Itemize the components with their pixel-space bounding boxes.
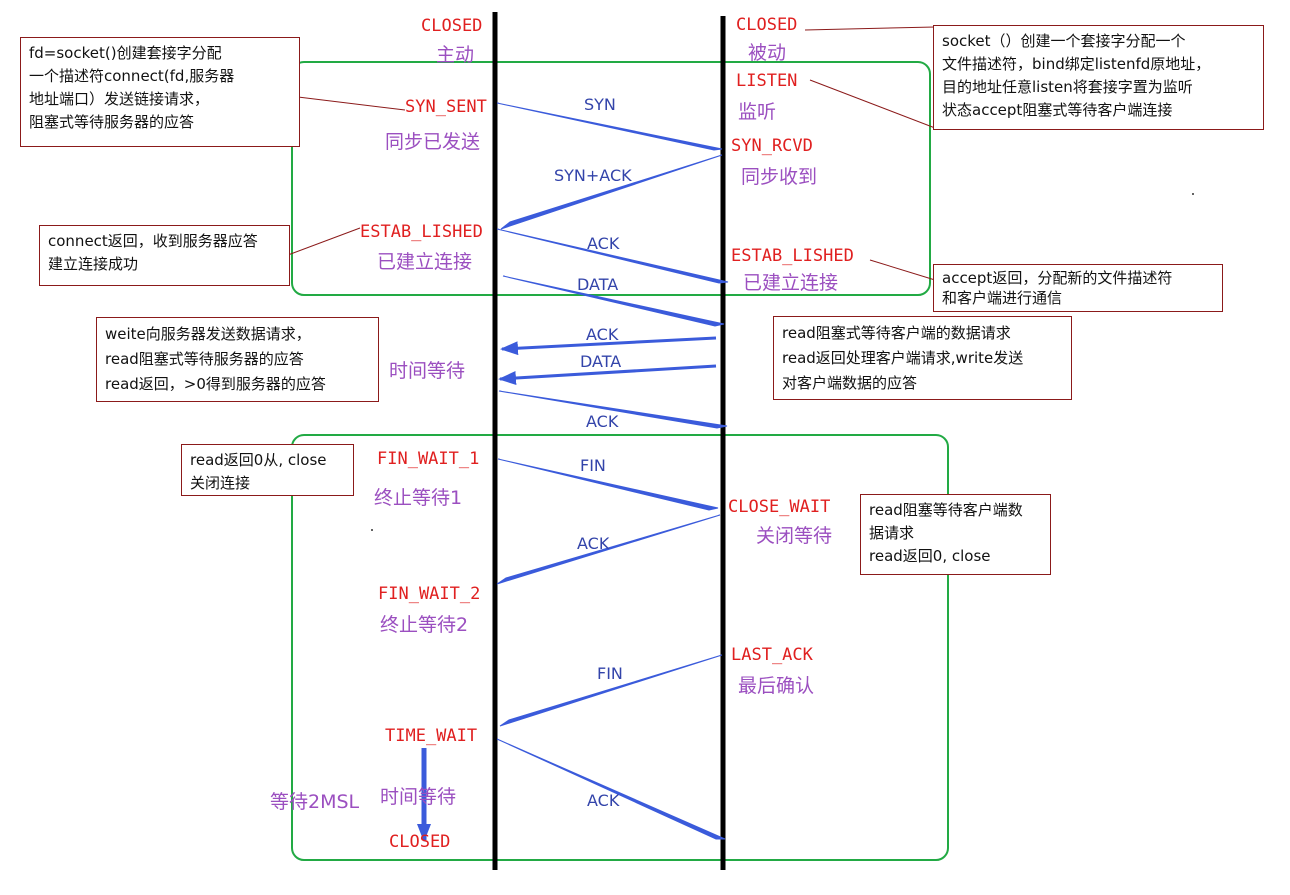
data2-label: DATA xyxy=(580,352,622,371)
client-established-state: ESTAB_LISHED xyxy=(360,222,483,242)
note-client-close: read返回0从, close 关闭连接 xyxy=(181,444,354,496)
client-wait-2msl-label: 等待2MSL xyxy=(270,791,360,813)
client-established-label: 已建立连接 xyxy=(377,251,473,273)
note-server-read: read阻塞式等待客户端的数据请求 read返回处理客户端请求,write发送 … xyxy=(773,316,1072,400)
server-role-label: 被动 xyxy=(748,42,787,64)
ack3-label: ACK xyxy=(586,412,619,431)
ack2-arrow xyxy=(500,336,717,356)
data1-label: DATA xyxy=(577,275,619,294)
client-fin-wait-1-state: FIN_WAIT_1 xyxy=(377,449,480,469)
ack2-label: ACK xyxy=(586,325,619,344)
server-closed-state: CLOSED xyxy=(736,15,798,35)
ack5-label: ACK xyxy=(587,791,620,810)
connection-setup-group xyxy=(291,61,931,296)
leader-server-listen xyxy=(809,79,936,129)
client-closed-final-state: CLOSED xyxy=(389,832,451,852)
leader-client-connect xyxy=(287,227,361,256)
server-listen-state: LISTEN xyxy=(736,71,798,91)
note-client-socket: fd=socket()创建套接字分配 一个描述符connect(fd,服务器 地… xyxy=(20,37,300,147)
server-last-ack-label: 最后确认 xyxy=(738,675,815,697)
client-time-wait-label: 时间等待 xyxy=(380,786,457,808)
client-data-wait-label: 时间等待 xyxy=(389,360,466,382)
leader-client-socket xyxy=(297,96,406,111)
stray-dot xyxy=(371,529,373,531)
fin1-arrow xyxy=(497,458,719,511)
server-syn-rcvd-label: 同步收到 xyxy=(741,166,818,188)
note-client-write: weite向服务器发送数据请求， read阻塞式等待服务器的应答 read返回，… xyxy=(96,317,379,402)
server-established-state: ESTAB_LISHED xyxy=(731,246,854,266)
fin2-label: FIN xyxy=(597,664,623,683)
note-server-socket: socket（）创建一个套接字分配一个 文件描述符，bind绑定listenfd… xyxy=(933,25,1264,130)
note-client-connect-return: connect返回，收到服务器应答 建立连接成功 xyxy=(39,225,290,286)
note-server-close: read阻塞等待客户端数 据请求 read返回0, close xyxy=(860,494,1051,575)
server-syn-rcvd-state: SYN_RCVD xyxy=(731,136,813,156)
note-server-accept-return: accept返回，分配新的文件描述符 和客户端进行通信 xyxy=(933,264,1223,312)
data1-arrow xyxy=(502,275,725,327)
server-last-ack-state: LAST_ACK xyxy=(731,645,813,665)
ack3-arrow xyxy=(498,390,728,429)
ack5-arrow xyxy=(496,738,726,840)
client-closed-state: CLOSED xyxy=(421,16,483,36)
fin1-label: FIN xyxy=(580,456,606,475)
data2-arrow xyxy=(498,364,717,386)
server-close-wait-label: 关闭等待 xyxy=(756,525,833,547)
stray-dot xyxy=(1192,193,1194,195)
syn-ack-label: SYN+ACK xyxy=(554,166,632,185)
ack1-label: ACK xyxy=(587,234,620,253)
ack4-label: ACK xyxy=(577,534,610,553)
connection-teardown-group xyxy=(291,434,949,861)
client-role-label: 主动 xyxy=(436,44,475,66)
client-time-wait-state: TIME_WAIT xyxy=(385,726,478,746)
syn-ack-arrow xyxy=(500,154,723,230)
server-established-label: 已建立连接 xyxy=(743,272,839,294)
client-syn-sent-state: SYN_SENT xyxy=(405,97,487,117)
client-fin-wait-2-label: 终止等待2 xyxy=(380,614,469,636)
leader-server-accept xyxy=(869,259,936,281)
ack1-arrow xyxy=(496,228,729,284)
leader-server-socket xyxy=(804,26,936,31)
ack4-arrow xyxy=(496,514,721,585)
syn-label: SYN xyxy=(584,95,616,114)
server-listen-label: 监听 xyxy=(738,101,777,123)
syn-arrow xyxy=(496,102,723,151)
fin2-arrow xyxy=(499,654,723,727)
server-close-wait-state: CLOSE_WAIT xyxy=(728,497,831,517)
client-fin-wait-1-label: 终止等待1 xyxy=(374,487,463,509)
client-fin-wait-2-state: FIN_WAIT_2 xyxy=(378,584,481,604)
client-syn-sent-label: 同步已发送 xyxy=(385,131,481,153)
